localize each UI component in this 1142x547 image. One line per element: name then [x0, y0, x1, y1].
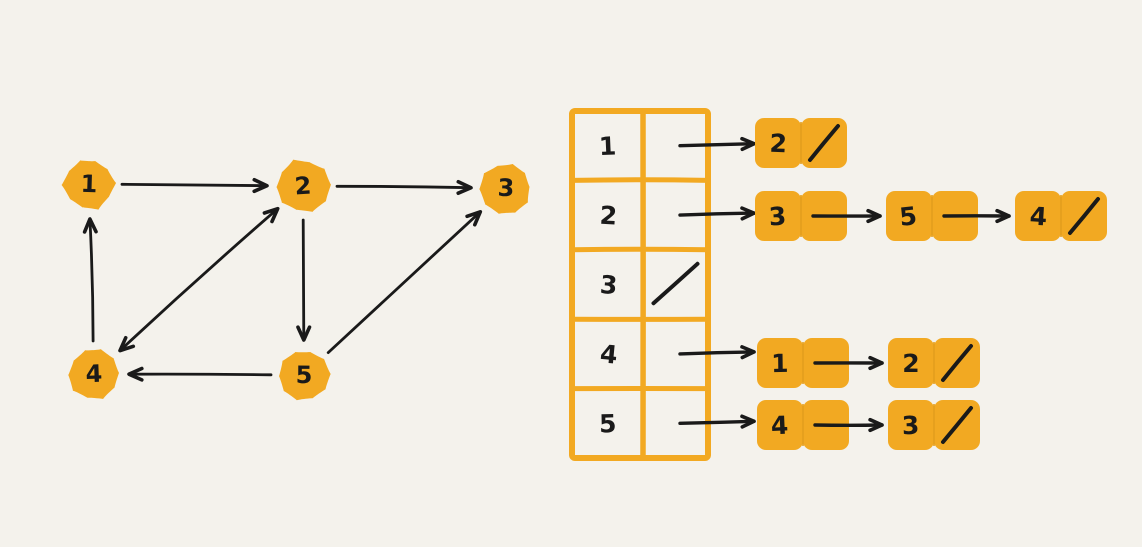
table-index-label-5: 5 — [599, 409, 617, 438]
list-node-value-label: 2 — [902, 349, 919, 378]
list-node-2-3[interactable]: 4 — [1015, 191, 1107, 241]
list-next-pointer-4-1-head — [868, 355, 884, 371]
graph-node-2[interactable]: 2 — [276, 159, 332, 212]
list-node-5-2[interactable]: 3 — [888, 400, 980, 450]
table-pointer-5-shaft — [678, 419, 756, 425]
table-row-3[interactable]: 3 — [569, 246, 711, 306]
graph-node-1[interactable]: 1 — [61, 160, 117, 210]
table-index-label-2: 2 — [599, 201, 618, 231]
table-pointer-1-shaft — [678, 142, 756, 148]
table-index-label-3: 3 — [599, 270, 618, 300]
list-node-value-cell — [1015, 191, 1061, 241]
table-null-slash-3 — [651, 261, 700, 306]
edge-5-4-shaft — [127, 372, 273, 377]
edge-2-3-head — [456, 180, 473, 195]
node-circle-1 — [61, 160, 117, 210]
list-node-value-cell — [886, 191, 932, 241]
table-index-label-4: 4 — [599, 339, 619, 369]
table-row-1[interactable]: 1 — [598, 131, 756, 161]
node-label-3: 3 — [497, 174, 514, 202]
edge-1-2-shaft — [120, 182, 269, 188]
table-pointer-2-shaft — [678, 211, 756, 217]
list-node-null-slash — [1068, 197, 1100, 235]
graph-edge-1-to-2 — [120, 178, 269, 194]
graph-edge-2-to-3 — [335, 180, 473, 195]
edge-2-4-head-start — [262, 206, 280, 224]
graph-edge-2-to-4 — [118, 206, 280, 353]
list-node-value-cell — [755, 191, 801, 241]
edge-2-5-shaft — [301, 218, 306, 342]
list-node-value-cell — [757, 338, 803, 388]
node-circle-5 — [279, 351, 331, 401]
node-circle-4 — [68, 349, 120, 399]
list-node-value-label: 1 — [771, 349, 789, 378]
table-pointer-4-head — [740, 345, 756, 360]
node-label-2: 2 — [294, 172, 312, 201]
list-node-value-label: 2 — [769, 129, 788, 159]
list-node-null-slash — [808, 124, 840, 162]
list-node-4-2[interactable]: 2 — [888, 338, 980, 388]
edge-4-1-head — [82, 217, 98, 234]
graph-layer: 1 2 3 4 5 — [61, 159, 530, 401]
list-node-value-cell — [888, 400, 934, 450]
table-index-label-1: 1 — [598, 131, 617, 161]
list-next-pointer-2-1-head — [866, 208, 882, 224]
graph-edge-5-to-4 — [127, 366, 273, 382]
graph-edge-2-to-5 — [296, 218, 312, 342]
list-node-value-cell — [757, 400, 803, 450]
table-pointer-4-shaft — [678, 350, 756, 356]
edge-5-3-shaft — [326, 210, 482, 354]
linked-list-row-2: 3 5 4 — [755, 191, 1107, 241]
edge-2-4-shaft — [118, 207, 280, 352]
table-row-5[interactable]: 5 — [569, 386, 756, 439]
list-node-value-label: 3 — [768, 201, 787, 231]
node-circle-2 — [276, 159, 332, 212]
node-label-4: 4 — [85, 360, 103, 389]
table-row-2[interactable]: 2 — [569, 177, 756, 231]
edge-5-4-head — [127, 366, 144, 382]
list-node-null-slash — [941, 344, 973, 382]
table-row-4[interactable]: 4 — [569, 316, 756, 370]
list-node-value-label: 5 — [898, 201, 918, 232]
adjacency-table-layer: 1 2 3 4 5 — [569, 108, 756, 461]
list-node-1-1[interactable]: 2 — [755, 118, 847, 168]
list-node-value-label: 3 — [901, 411, 920, 441]
edge-2-4-head — [118, 336, 136, 353]
table-row-divider-3 — [569, 246, 711, 253]
list-node-null-slash — [941, 406, 973, 444]
list-node-value-cell — [755, 118, 801, 168]
edge-4-1-shaft — [88, 217, 95, 343]
list-node-value-cell — [888, 338, 934, 388]
edge-2-3-shaft — [335, 184, 473, 190]
graph-node-4[interactable]: 4 — [68, 349, 120, 399]
table-pointer-5-head — [740, 414, 756, 429]
edge-1-2-head — [252, 178, 269, 194]
graph-edge-4-to-1 — [82, 217, 98, 343]
list-node-value-label: 4 — [770, 411, 789, 441]
graph-node-3[interactable]: 3 — [479, 164, 530, 214]
list-next-pointer-5-1-head — [868, 417, 884, 433]
list-node-value-label: 4 — [1029, 202, 1048, 232]
table-pointer-2-head — [740, 206, 756, 221]
edge-2-5-head — [296, 325, 312, 342]
node-label-1: 1 — [80, 170, 98, 198]
table-pointer-1-head — [740, 136, 756, 152]
list-next-pointer-2-2-head — [995, 208, 1011, 224]
node-circle-3 — [479, 164, 530, 214]
edge-5-3-head — [465, 210, 483, 227]
table-row-divider-2 — [569, 177, 711, 183]
graph-edge-5-to-3 — [326, 210, 483, 354]
linked-list-row-1: 2 — [755, 118, 847, 168]
table-outer-border — [569, 108, 711, 461]
graph-node-5[interactable]: 5 — [279, 351, 331, 401]
node-label-5: 5 — [296, 361, 313, 389]
